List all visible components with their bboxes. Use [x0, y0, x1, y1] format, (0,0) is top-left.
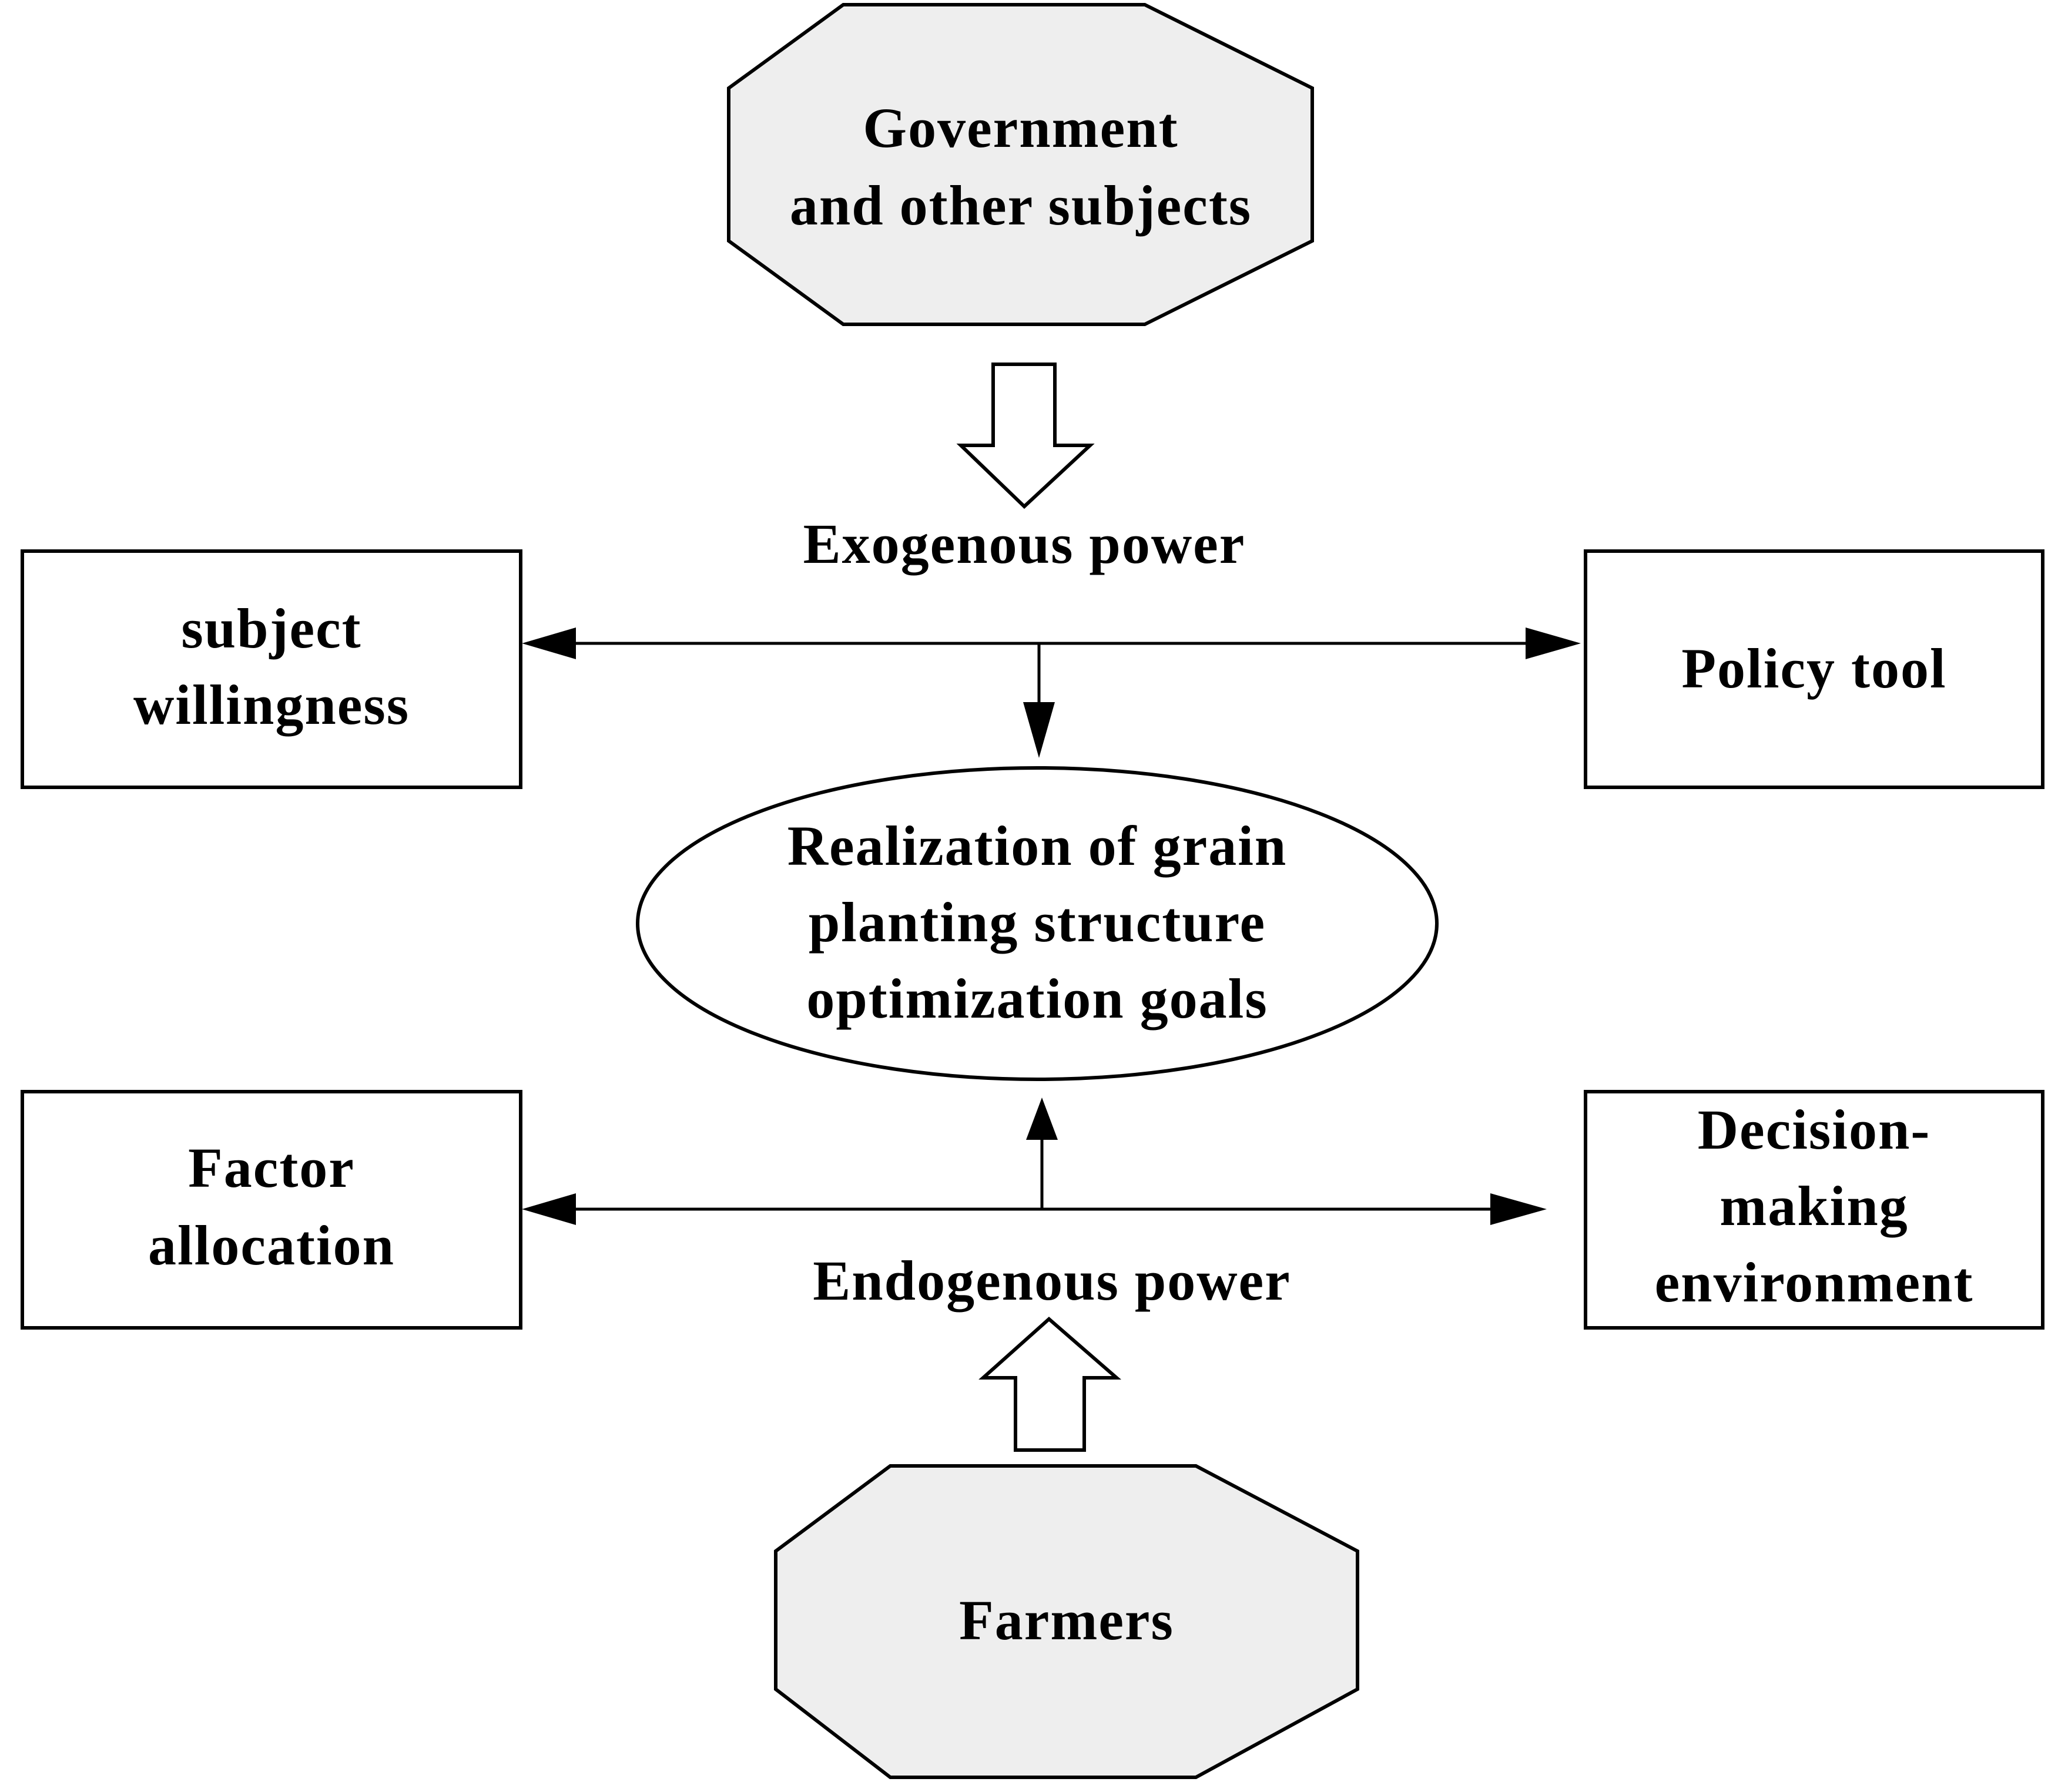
decision-environment-label-line-2: making [1720, 1174, 1908, 1237]
subject-willingness-box [21, 549, 522, 789]
arrowhead-right-icon [1526, 627, 1581, 659]
subject-willingness-node: subject willingness [21, 549, 522, 789]
subject-willingness-label-line-2: willingness [133, 673, 410, 736]
goal-label-line-3: optimization goals [806, 967, 1268, 1030]
policy-tool-node: Policy tool [1584, 549, 2044, 789]
factor-allocation-node: Factor allocation [21, 1090, 522, 1330]
factor-allocation-box [21, 1090, 522, 1330]
policy-tool-box [1584, 549, 2044, 789]
endogenous-power-label: Endogenous power [813, 1249, 1291, 1312]
factor-allocation-label-line-1: Factor [188, 1136, 355, 1199]
goal-ellipse [636, 766, 1439, 1081]
decision-environment-node: Decision- making environment [1584, 1090, 2044, 1330]
arrowhead-left-icon [522, 1193, 576, 1225]
policy-tool-label: Policy tool [1681, 637, 1946, 700]
subject-willingness-label-line-1: subject [181, 597, 361, 660]
goal-label-line-1: Realization of grain [787, 814, 1288, 877]
arrowhead-right-icon [1490, 1193, 1547, 1225]
exogenous-power-label: Exogenous power [803, 512, 1246, 575]
decision-environment-box [1584, 1090, 2044, 1330]
exogenous-hollow-arrow-down-icon [956, 363, 1095, 509]
government-label-line-1: Government [863, 96, 1178, 159]
farmers-label: Farmers [959, 1589, 1174, 1652]
decision-environment-label-line-3: environment [1655, 1251, 1974, 1314]
goal-node: Realization of grain planting structure … [636, 766, 1439, 1081]
decision-environment-label-line-1: Decision- [1698, 1098, 1931, 1161]
endogenous-connector [522, 1098, 1547, 1225]
goal-label-line-2: planting structure [809, 891, 1266, 954]
arrowhead-up-icon [1026, 1098, 1058, 1140]
exogenous-connector [522, 627, 1581, 758]
farmers-node: Farmers [774, 1464, 1359, 1779]
farmers-octagon [774, 1464, 1359, 1779]
endogenous-hollow-arrow-up-icon [978, 1317, 1122, 1452]
government-node: Government and other subjects [727, 3, 1314, 326]
government-octagon [727, 3, 1314, 326]
arrowhead-down-icon [1023, 702, 1055, 758]
arrowhead-left-icon [522, 627, 576, 659]
factor-allocation-label-line-2: allocation [148, 1214, 395, 1277]
government-label-line-2: and other subjects [790, 174, 1252, 237]
